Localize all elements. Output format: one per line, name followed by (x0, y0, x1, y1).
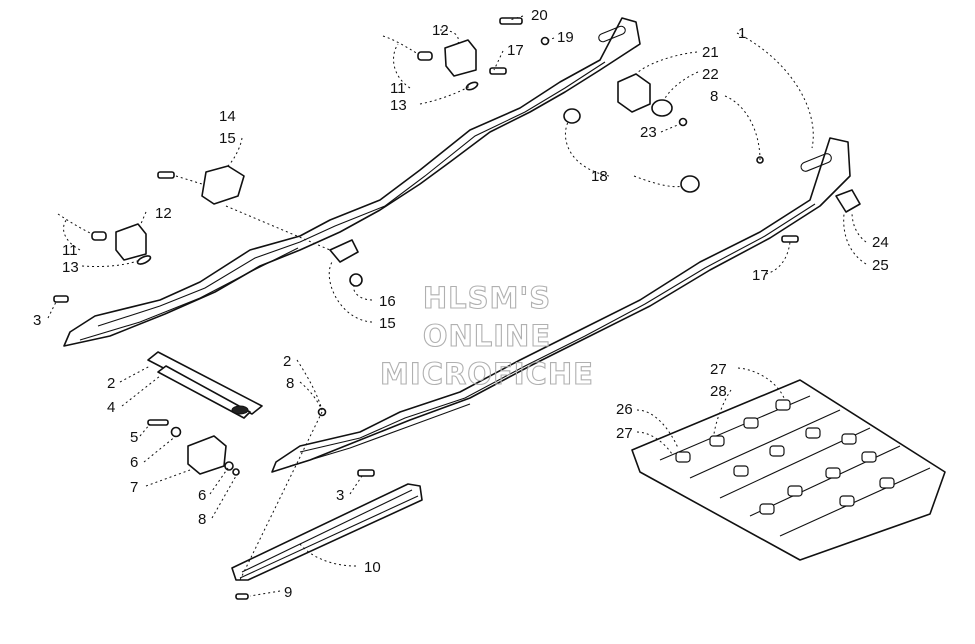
callout-8: 8 (286, 375, 294, 392)
callout-6: 6 (130, 454, 138, 471)
callout-17: 17 (507, 42, 524, 59)
track-section (631, 379, 946, 561)
callout-4: 4 (107, 399, 115, 416)
watermark: HLSM'S ONLINE MICROFICHE (380, 280, 594, 391)
callout-25: 25 (872, 257, 889, 274)
small-parts (53, 17, 861, 600)
callout-2: 2 (283, 353, 291, 370)
callout-11: 11 (62, 242, 78, 259)
watermark-line-1: HLSM'S (423, 281, 551, 315)
lower-rail (271, 137, 851, 473)
callout-26: 26 (616, 401, 633, 418)
block-upper (444, 39, 477, 77)
callout-16: 16 (379, 293, 396, 310)
callout-18: 18 (591, 168, 608, 185)
callout-24: 24 (872, 234, 889, 251)
callout-20: 20 (531, 7, 548, 24)
callout-11: 11 (390, 80, 406, 97)
callout-12: 12 (155, 205, 172, 222)
block-lower (115, 223, 147, 261)
callout-7: 7 (130, 479, 138, 496)
callout-15: 15 (219, 130, 236, 147)
callout-8: 8 (198, 511, 206, 528)
shock-assembly (147, 351, 263, 419)
callout-27: 27 (616, 425, 633, 442)
callout-5: 5 (130, 429, 138, 446)
upper-rail (63, 17, 641, 347)
callout-15: 15 (379, 315, 396, 332)
leader-lines (47, 15, 867, 597)
callout-1: 1 (738, 25, 746, 42)
callout-labels: 1 2 2 3 3 4 5 6 6 7 8 8 8 9 10 11 11 12 … (33, 7, 889, 601)
callout-27: 27 (710, 361, 727, 378)
callout-8: 8 (710, 88, 718, 105)
callout-13: 13 (390, 97, 407, 114)
callout-3: 3 (33, 312, 41, 329)
callout-9: 9 (284, 584, 292, 601)
callout-22: 22 (702, 66, 719, 83)
callout-28: 28 (710, 383, 727, 400)
callout-21: 21 (702, 44, 719, 61)
watermark-line-3: MICROFICHE (380, 357, 594, 391)
callout-6: 6 (198, 487, 206, 504)
callout-10: 10 (364, 559, 381, 576)
watermark-line-2: ONLINE (423, 319, 551, 353)
callout-17: 17 (752, 267, 769, 284)
callout-23: 23 (640, 124, 657, 141)
callout-2: 2 (107, 375, 115, 392)
callout-13: 13 (62, 259, 79, 276)
callout-12: 12 (432, 22, 449, 39)
callout-14: 14 (219, 108, 236, 125)
callout-19: 19 (557, 29, 574, 46)
slide-runner (231, 483, 423, 581)
callout-3: 3 (336, 487, 344, 504)
